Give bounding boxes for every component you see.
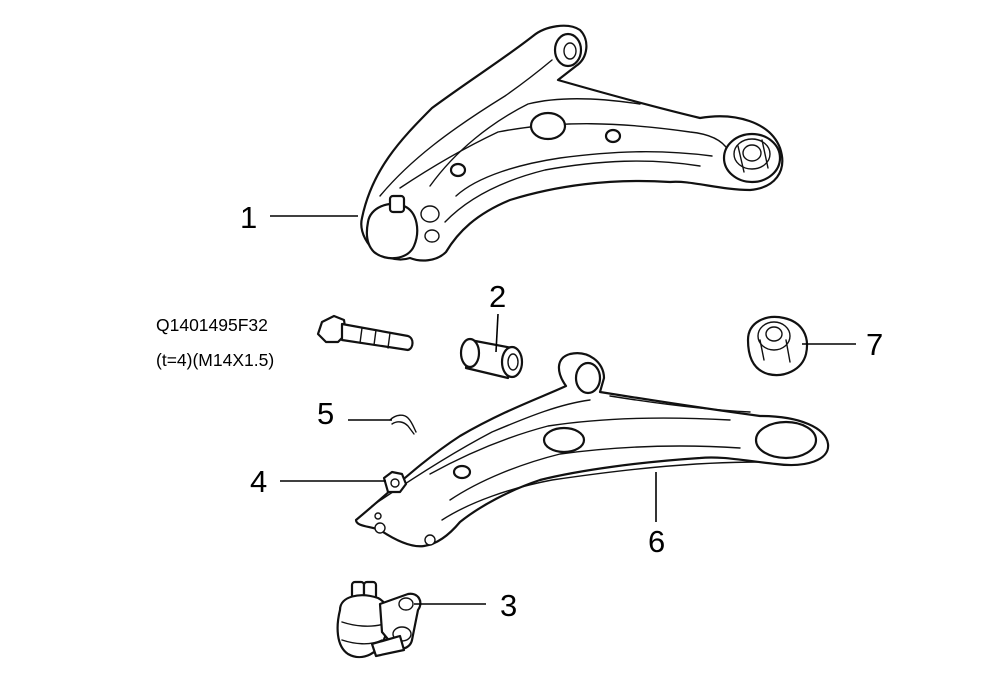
callout-1: 1 <box>240 200 257 235</box>
callout-4: 4 <box>250 464 267 499</box>
callout-7: 7 <box>866 327 883 362</box>
bolt-part-number: Q1401495F32 <box>156 315 268 335</box>
callout-2: 2 <box>489 279 506 314</box>
bolt-spec: (t=4)(M14X1.5) <box>156 350 274 370</box>
callout-6: 6 <box>648 524 665 559</box>
cotter-pin-part <box>389 414 417 435</box>
bolt-part <box>316 314 414 352</box>
control-arm-assembly <box>360 24 784 262</box>
bushing-part <box>459 337 524 380</box>
callout-5: 5 <box>317 396 334 431</box>
rear-bushing-part <box>746 315 809 377</box>
nut-part <box>382 470 408 494</box>
lower-arm-part <box>354 352 830 548</box>
ball-joint-part <box>336 580 422 659</box>
callout-3: 3 <box>500 588 517 623</box>
leader-line-2 <box>495 313 499 353</box>
